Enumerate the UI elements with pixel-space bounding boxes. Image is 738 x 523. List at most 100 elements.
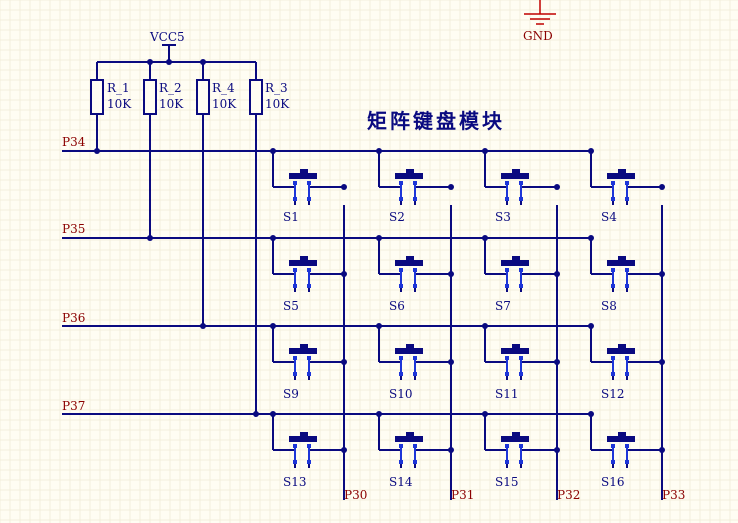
switch-pad xyxy=(505,372,509,376)
switch-pad xyxy=(399,181,403,185)
switch-pad xyxy=(399,460,403,464)
switch-pad xyxy=(293,197,297,201)
switch-pad xyxy=(413,460,417,464)
switch-plunger xyxy=(618,256,626,260)
switch-pad xyxy=(293,460,297,464)
junction-dot xyxy=(554,359,560,365)
net-label-row-2: P35 xyxy=(62,222,85,236)
switch-pad xyxy=(505,460,509,464)
switch-label-s8: S8 xyxy=(601,299,617,313)
switch-pad xyxy=(293,284,297,288)
junction-dot xyxy=(341,447,347,453)
switch-pad xyxy=(519,197,523,201)
switch-cap xyxy=(501,260,529,266)
switch-pad xyxy=(625,444,629,448)
diagram-title: 矩阵键盘模块 xyxy=(367,109,505,133)
switch-cap xyxy=(607,173,635,179)
switch-pad xyxy=(413,356,417,360)
switch-pad xyxy=(625,460,629,464)
switch-pad xyxy=(307,372,311,376)
net-label-col-1: P30 xyxy=(344,488,367,502)
switch-cap xyxy=(289,173,317,179)
switch-pad xyxy=(519,444,523,448)
switch-label-s13: S13 xyxy=(283,475,307,489)
net-label-col-4: P33 xyxy=(662,488,685,502)
switch-plunger xyxy=(300,169,308,173)
junction-dot xyxy=(659,359,665,365)
switch-pad xyxy=(519,268,523,272)
junction-dot xyxy=(448,271,454,277)
switch-pad xyxy=(413,268,417,272)
switch-pad xyxy=(625,197,629,201)
switch-pad xyxy=(293,356,297,360)
switch-label-s10: S10 xyxy=(389,387,413,401)
switch-pad xyxy=(307,460,311,464)
switch-pad xyxy=(505,181,509,185)
switch-pad xyxy=(413,372,417,376)
switch-cap xyxy=(289,348,317,354)
switch-label-s16: S16 xyxy=(601,475,625,489)
switch-pad xyxy=(611,444,615,448)
switch-pad xyxy=(293,444,297,448)
resistor-ref-3: R_3 xyxy=(265,81,288,95)
resistor-body xyxy=(196,79,210,115)
junction-dot xyxy=(448,359,454,365)
resistor-value-3: 10K xyxy=(265,97,290,111)
switch-label-s12: S12 xyxy=(601,387,625,401)
component-layer xyxy=(90,79,635,464)
switch-pad xyxy=(625,268,629,272)
junction-dot xyxy=(554,447,560,453)
switch-label-s5: S5 xyxy=(283,299,299,313)
switch-pad xyxy=(505,444,509,448)
junction-dot xyxy=(659,447,665,453)
switch-pad xyxy=(399,444,403,448)
net-label-col-2: P31 xyxy=(451,488,474,502)
junction-dot xyxy=(341,359,347,365)
switch-pad xyxy=(625,356,629,360)
switch-label-s15: S15 xyxy=(495,475,519,489)
switch-pad xyxy=(625,181,629,185)
junction-dot xyxy=(341,184,347,190)
switch-plunger xyxy=(300,256,308,260)
switch-plunger xyxy=(618,169,626,173)
net-label-row-3: P36 xyxy=(62,311,85,325)
switch-plunger xyxy=(300,344,308,348)
switch-plunger xyxy=(512,169,520,173)
switch-pad xyxy=(399,284,403,288)
switch-cap xyxy=(395,436,423,442)
switch-cap xyxy=(607,260,635,266)
switch-cap xyxy=(395,260,423,266)
switch-pad xyxy=(625,372,629,376)
switch-pad xyxy=(293,181,297,185)
switch-pad xyxy=(611,356,615,360)
switch-pad xyxy=(307,197,311,201)
switch-plunger xyxy=(406,432,414,436)
switch-pad xyxy=(611,284,615,288)
switch-pad xyxy=(519,372,523,376)
switch-label-s14: S14 xyxy=(389,475,413,489)
switch-label-s7: S7 xyxy=(495,299,511,313)
net-label-row-1: P34 xyxy=(62,135,86,149)
resistor-value-1: 10K xyxy=(107,97,132,111)
switch-pad xyxy=(307,444,311,448)
resistor-value-2: 10K xyxy=(159,97,184,111)
switch-pad xyxy=(519,181,523,185)
junction-dot xyxy=(554,184,560,190)
switch-pad xyxy=(293,372,297,376)
junction-dot xyxy=(341,271,347,277)
switch-label-s4: S4 xyxy=(601,210,617,224)
switch-pad xyxy=(413,284,417,288)
switch-pad xyxy=(307,284,311,288)
junction-dot xyxy=(448,184,454,190)
resistor-body xyxy=(143,79,157,115)
switch-pad xyxy=(611,197,615,201)
switch-plunger xyxy=(512,256,520,260)
gnd-label: GND xyxy=(523,29,553,43)
switch-plunger xyxy=(618,432,626,436)
switch-pad xyxy=(611,372,615,376)
switch-cap xyxy=(501,348,529,354)
switch-cap xyxy=(289,260,317,266)
junction-dot xyxy=(166,59,172,65)
switch-label-s11: S11 xyxy=(495,387,519,401)
switch-pad xyxy=(399,268,403,272)
